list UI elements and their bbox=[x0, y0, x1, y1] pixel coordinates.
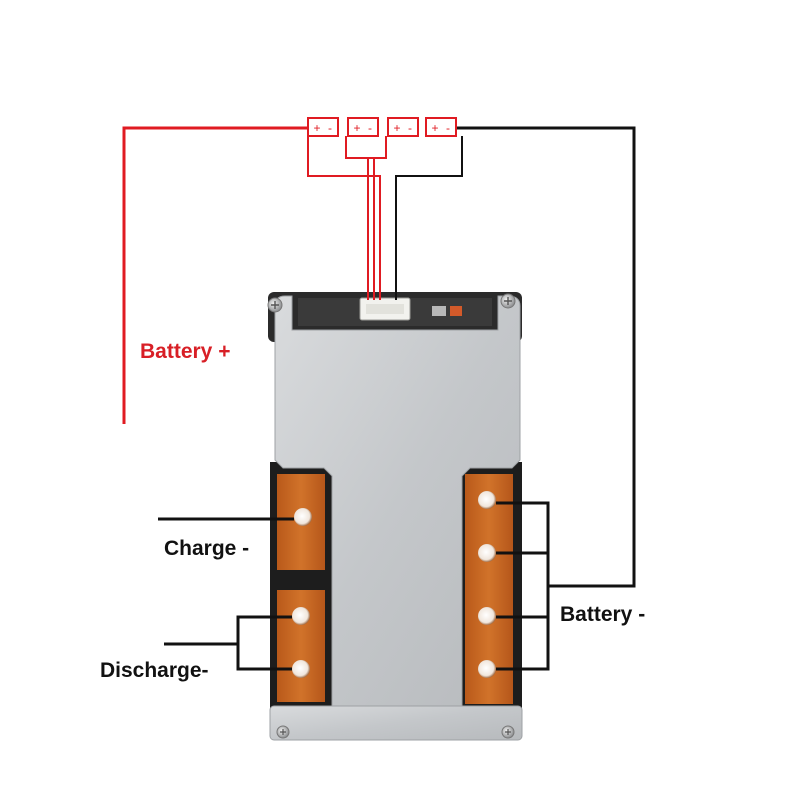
discharge-copper-pad bbox=[277, 590, 325, 702]
balance-wire-negative bbox=[395, 136, 463, 300]
cell-terminal-4 bbox=[425, 117, 457, 137]
balance-wire bbox=[307, 136, 381, 300]
battery-minus-label: Battery - bbox=[560, 603, 646, 626]
charge-minus-label: Charge - bbox=[164, 537, 250, 560]
battery-terminal-hole bbox=[478, 607, 496, 625]
discharge-terminal-hole bbox=[292, 607, 310, 625]
charge-terminal-hole bbox=[294, 508, 312, 526]
terminal-plus-sign: + bbox=[393, 121, 400, 135]
battery-bus-upper bbox=[496, 501, 550, 555]
terminal-minus-sign: - bbox=[328, 121, 332, 135]
cell-terminal-1 bbox=[307, 117, 339, 137]
discharge-terminal-hole bbox=[292, 660, 310, 678]
battery-terminal-hole bbox=[478, 491, 496, 509]
smd-component bbox=[450, 306, 462, 316]
negative-wiring bbox=[158, 126, 636, 671]
plate-bottom-bar bbox=[269, 705, 523, 741]
screw-head bbox=[505, 729, 511, 735]
terminal-minus-sign: - bbox=[446, 121, 450, 135]
battery-plus-wire bbox=[122, 126, 308, 424]
bms-board bbox=[267, 292, 523, 741]
balance-wire bbox=[367, 136, 387, 300]
cell-terminal-3 bbox=[387, 117, 419, 137]
battery-plus-label: Battery + bbox=[140, 340, 231, 363]
terminal-plus-sign: + bbox=[353, 121, 360, 135]
positive-wiring bbox=[122, 126, 387, 424]
screw-head bbox=[504, 297, 512, 305]
terminal-plus-sign: + bbox=[431, 121, 438, 135]
terminal-minus-sign: - bbox=[408, 121, 412, 135]
terminal-minus-sign: - bbox=[368, 121, 372, 135]
battery-bus-lower bbox=[496, 617, 550, 671]
battery-terminal-hole bbox=[478, 660, 496, 678]
balance-terminals: + - + - + - + - bbox=[307, 117, 457, 137]
battery-minus-wire bbox=[456, 126, 636, 588]
smd-component bbox=[432, 306, 446, 316]
cell-terminal-2 bbox=[347, 117, 379, 137]
discharge-bus bbox=[236, 615, 292, 671]
screw-head bbox=[271, 301, 279, 309]
balance-wire bbox=[345, 136, 375, 300]
balance-connector-pins bbox=[366, 304, 404, 314]
discharge-minus-label: Discharge- bbox=[100, 659, 209, 682]
battery-terminal-hole bbox=[478, 544, 496, 562]
screw-head bbox=[280, 729, 286, 735]
terminal-plus-sign: + bbox=[313, 121, 320, 135]
